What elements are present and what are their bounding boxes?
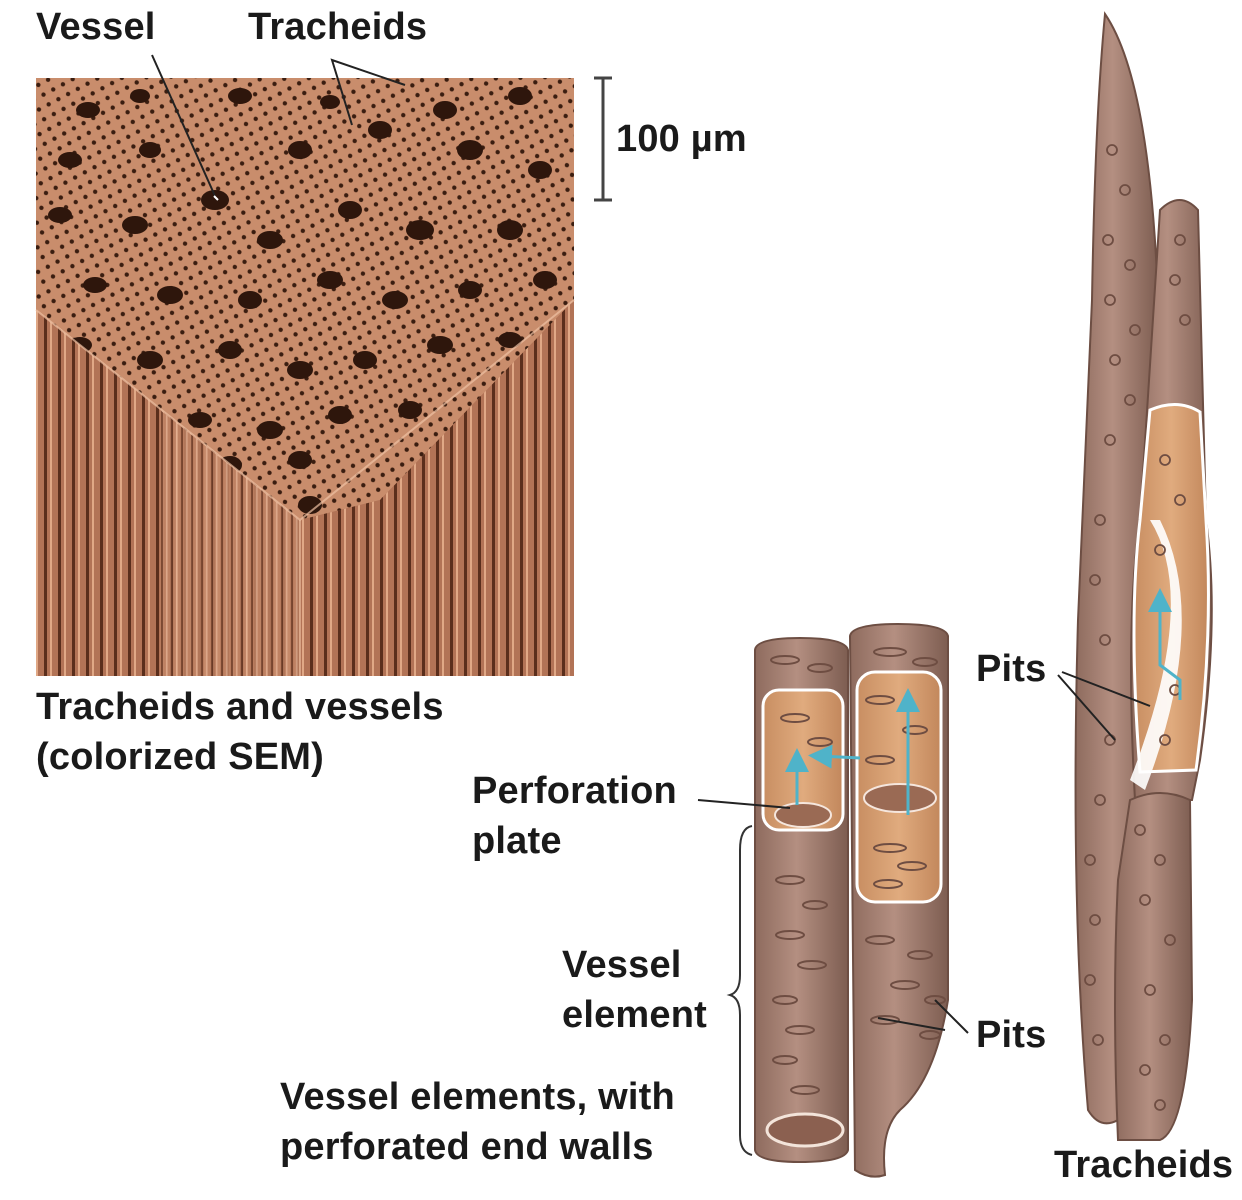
sem-micrograph [35,78,575,676]
vessel-label: Vessel [36,6,156,48]
perforation-plate-label-line1: Perforation [472,770,677,812]
vessel-elements-illustration [754,622,949,1178]
scale-label: 100 µm [616,118,747,160]
vessel-caption-line2: perforated end walls [280,1126,654,1168]
vessel-element-label-line1: Vessel [562,944,682,986]
vessel-element-label-line2: element [562,994,708,1036]
vessel-element-brace [726,825,753,1156]
tracheids-bottom-label: Tracheids [1054,1144,1234,1186]
vessel-caption-line1: Vessel elements, with [280,1076,675,1118]
pits-vessel-label: Pits [976,1014,1047,1056]
scale-bar [594,76,612,202]
pits-tracheid-label: Pits [976,648,1047,690]
tracheids-top-label: Tracheids [248,6,428,48]
sem-caption-line1: Tracheids and vessels [36,686,444,728]
perforation-plate-label-line2: plate [472,820,562,862]
sem-caption-line2: (colorized SEM) [36,736,325,778]
tracheids-illustration [1074,11,1213,1141]
